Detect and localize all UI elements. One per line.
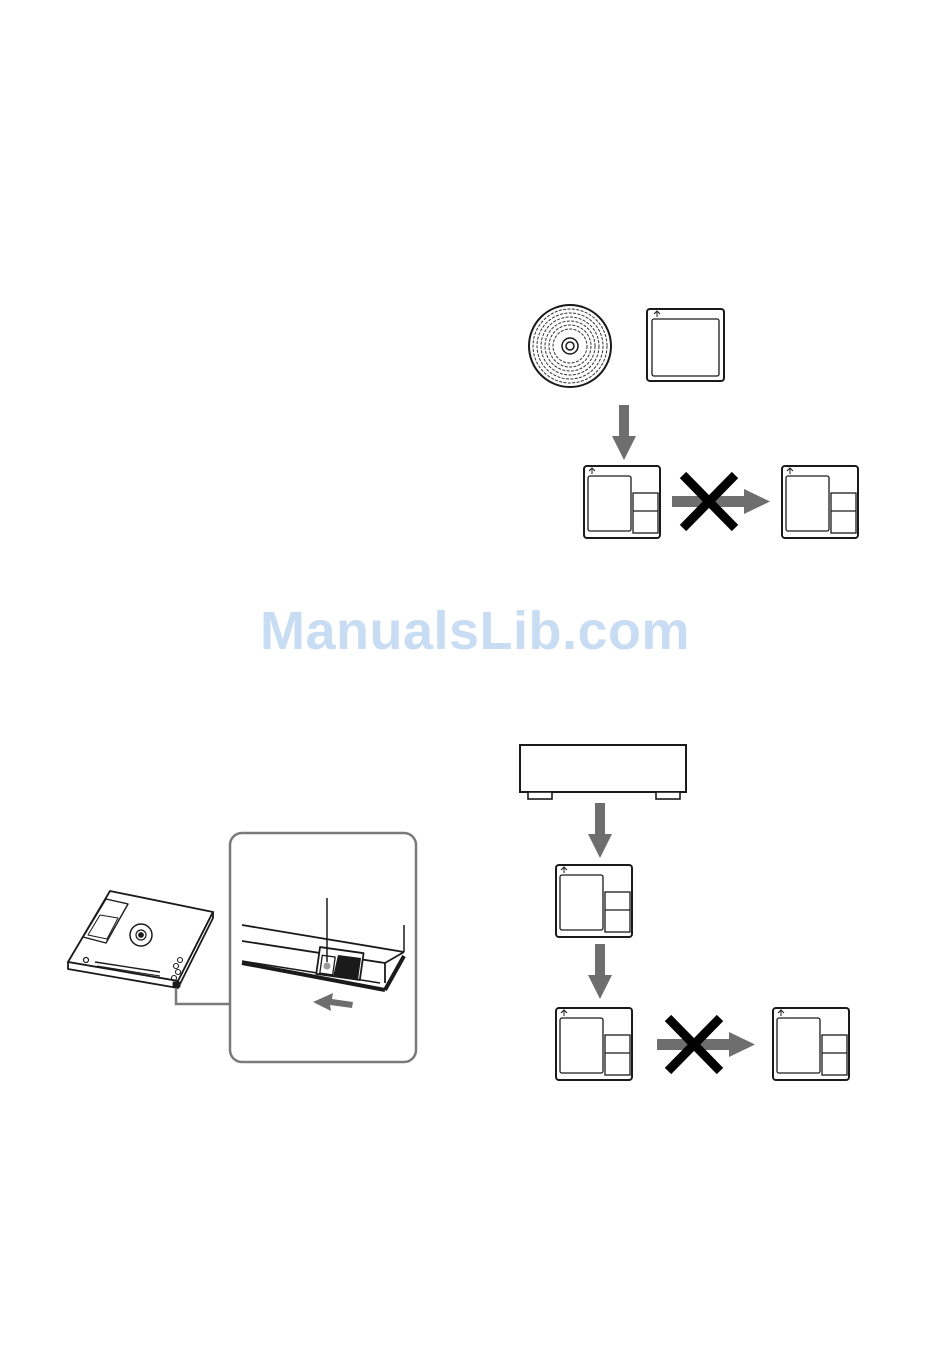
callout-line <box>176 988 230 1004</box>
arrow-down-icon <box>588 944 612 999</box>
scms-deck-to-md-copy-illustration <box>515 740 875 1085</box>
md-disc-icon <box>773 1008 849 1080</box>
write-protect-tab-illustration <box>60 830 425 1070</box>
premastered-md-icon <box>647 309 724 381</box>
arrow-down-icon <box>588 803 612 858</box>
md-disc-icon <box>782 466 858 538</box>
audio-deck-icon <box>520 745 686 799</box>
cd-disc-icon <box>529 305 611 387</box>
minidisc-3d-icon <box>68 891 213 988</box>
md-disc-icon <box>584 466 660 538</box>
md-disc-icon <box>556 865 632 937</box>
scms-cd-to-md-copy-illustration <box>520 300 880 550</box>
watermark-text: ManualsLib.com <box>0 600 950 662</box>
arrow-down-icon <box>612 405 636 460</box>
md-disc-icon <box>556 1008 632 1080</box>
